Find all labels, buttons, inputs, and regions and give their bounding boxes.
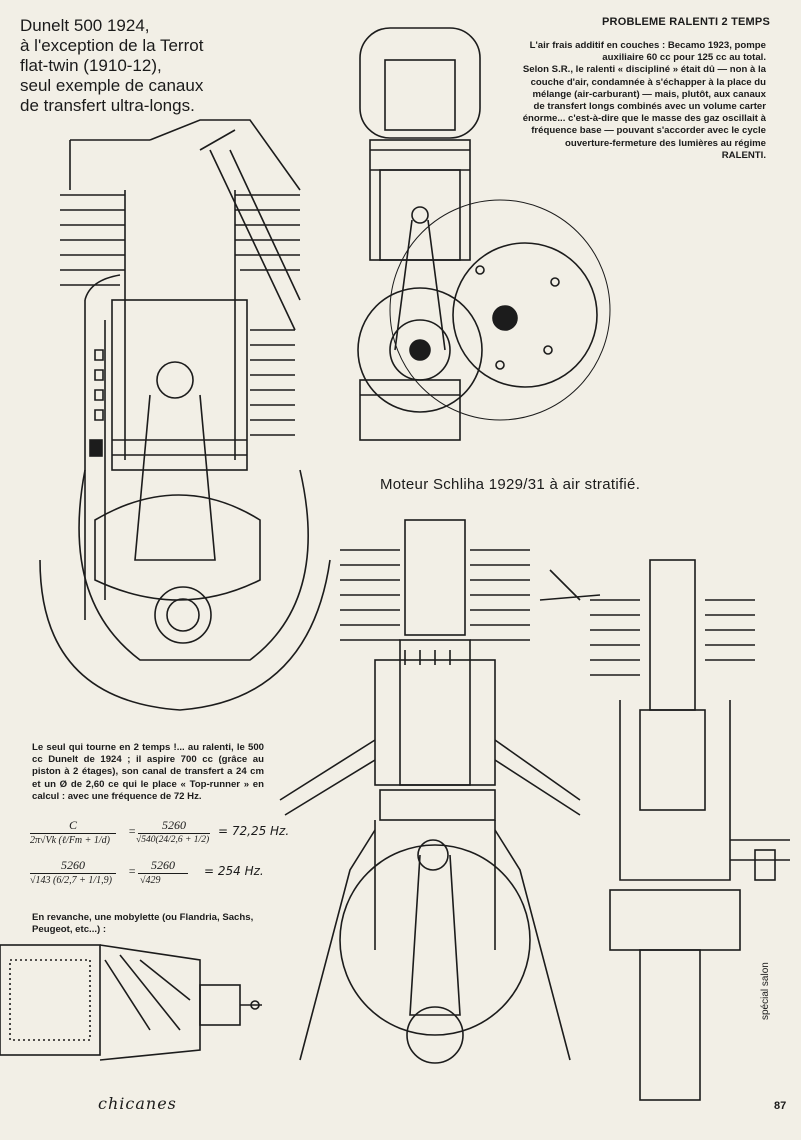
formula-2-num2: 5260 xyxy=(151,858,175,872)
formula-1-denominator: 2π√Vk (ℓ/Fm + 1/d) xyxy=(30,835,111,846)
dunelt-caption-line: flat-twin (1910-12), xyxy=(20,56,162,75)
dunelt-caption: Dunelt 500 1924, à l'exception de la Ter… xyxy=(20,16,320,116)
sidebar-paragraph: L'air frais additif en couches : Becamo … xyxy=(529,40,766,64)
chicanes-label: chicanes xyxy=(98,1094,177,1113)
formula-1-numerator: C xyxy=(68,818,77,832)
right-engine-drawing xyxy=(539,559,790,1101)
formula-1-result: = 72,25 Hz. xyxy=(218,824,290,838)
dunelt-caption-line: Dunelt 500 1924, xyxy=(20,16,150,35)
dunelt-caption-line: seul exemple de canaux xyxy=(20,76,204,95)
dunelt-caption-line: à l'exception de la Terrot xyxy=(20,36,204,55)
mobylette-text: En revanche, une mobylette (ou Flandria,… xyxy=(32,912,254,936)
formula-2-den1: √143 (6/2,7 + 1/1,9) xyxy=(30,875,112,886)
formula-1-num2: 5260 xyxy=(162,818,186,832)
dunelt-engine-drawing xyxy=(39,119,331,711)
schliha-caption: Moteur Schliha 1929/31 à air stratifié. xyxy=(380,476,641,493)
formula-1-den2: √540(24/2,6 + 1/2) xyxy=(136,835,210,845)
dunelt-body-text: Le seul qui tourne en 2 temps !... au ra… xyxy=(32,742,264,802)
becamo-engine-drawing xyxy=(357,27,611,441)
page-number: 87 xyxy=(774,1100,787,1112)
schliha-engine-drawing xyxy=(279,519,581,1064)
formula-2-num1: 5260 xyxy=(61,858,85,872)
mobylette-drawing xyxy=(0,944,262,1061)
sidebar-paragraph: Selon S.R., le ralenti « discipliné » ét… xyxy=(522,64,766,161)
formula-2-result: = 254 Hz. xyxy=(204,864,264,878)
dunelt-caption-line: de transfert ultra-longs. xyxy=(20,96,195,115)
sidebar-text: L'air frais additif en couches : Becamo … xyxy=(520,40,766,162)
sidebar-title: PROBLEME RALENTI 2 TEMPS xyxy=(602,16,770,28)
footer-side-label: spécial salon xyxy=(760,962,771,1020)
formula-2-den2: √429 xyxy=(140,875,161,886)
